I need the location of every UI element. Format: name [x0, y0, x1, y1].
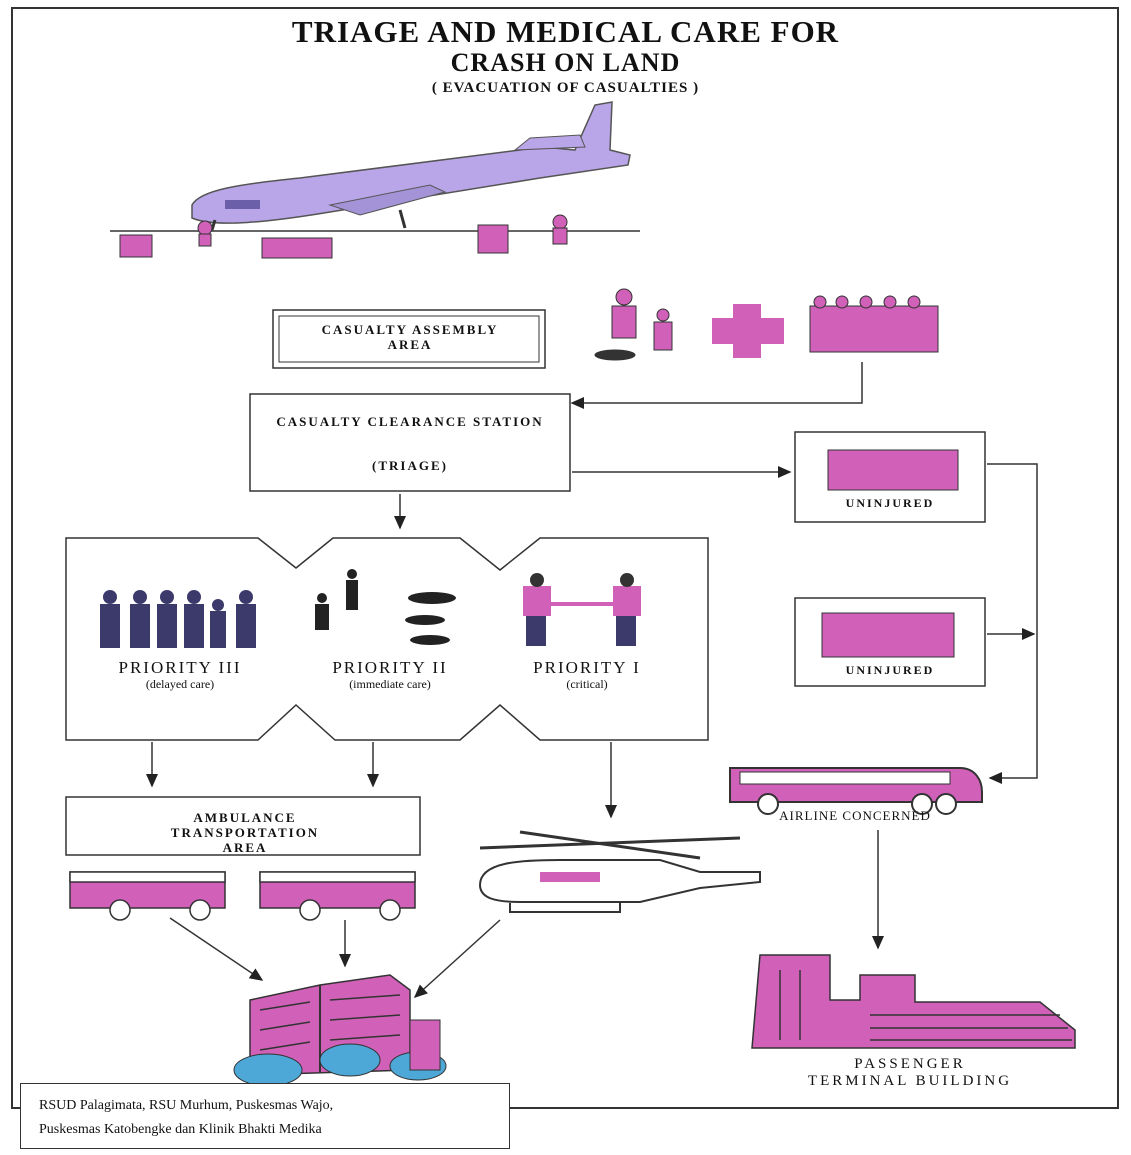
casualty-assembly-box	[272, 309, 546, 369]
hospitals-note-line1: RSUD Palagimata, RSU Murhum, Puskesmas W…	[39, 1098, 334, 1113]
hospital-building-icon	[233, 974, 447, 1087]
red-cross-icon	[712, 304, 784, 358]
bus-icon	[729, 767, 983, 815]
airline-concerned-label: AIRLINE CONCERNED	[779, 808, 931, 823]
outer-frame	[11, 7, 1119, 1109]
passenger-terminal-label: PASSENGER	[854, 1056, 966, 1072]
priority-i-stretcher-icon	[523, 573, 641, 646]
diagram-subtitle: ( EVACUATION OF CASUALTIES )	[431, 80, 700, 96]
priority-ii-sub: (immediate care)	[349, 677, 431, 691]
assembly-people-icon	[594, 288, 939, 361]
ambulance-area-label: AMBULANCE TRANSPORTATION AREA	[170, 810, 320, 855]
priority-iii-sub: (delayed care)	[145, 677, 215, 691]
diagram-title-line2: CRASH ON LAND	[450, 48, 681, 77]
hospitals-note-line2: Puskesmas Katobengke dan Klinik Bhakti M…	[39, 1122, 322, 1137]
uninjured-label-1: UNINJURED	[845, 496, 935, 510]
airplane-icon	[191, 101, 631, 231]
uninjured-label-2: UNINJURED	[845, 663, 935, 677]
priority-i-sub: (critical)	[566, 677, 608, 691]
ambulance-area-box	[65, 796, 421, 856]
priority-i-label: PRIORITY I (critical)	[497, 659, 677, 692]
priority-ii-label: PRIORITY II (immediate care)	[300, 659, 480, 692]
priority-iii-label: PRIORITY III (delayed care)	[90, 659, 270, 692]
helicopter-icon	[478, 830, 761, 913]
casualty-clearance-box	[249, 393, 571, 492]
crash-survivors-icon	[119, 214, 568, 259]
triage-label: (TRIAGE)	[372, 458, 448, 473]
priority-iii-people-icon	[100, 590, 256, 648]
casualty-clearance-label: CASUALTY CLEARANCE STATION	[276, 414, 544, 429]
uninjured-people-icon	[821, 449, 959, 658]
ambulance-icon	[69, 871, 416, 921]
passenger-terminal-label-line2: TERMINAL BUILDING	[807, 1073, 1013, 1089]
priority-ii-casualties-icon	[315, 569, 456, 645]
diagram-title: TRIAGE AND MEDICAL CARE FOR	[291, 14, 840, 49]
terminal-building-icon	[751, 954, 1076, 1049]
casualty-assembly-label: CASUALTY ASSEMBLY AREA	[321, 322, 499, 352]
hospitals-note: RSUD Palagimata, RSU Murhum, Puskesmas W…	[20, 1083, 510, 1149]
